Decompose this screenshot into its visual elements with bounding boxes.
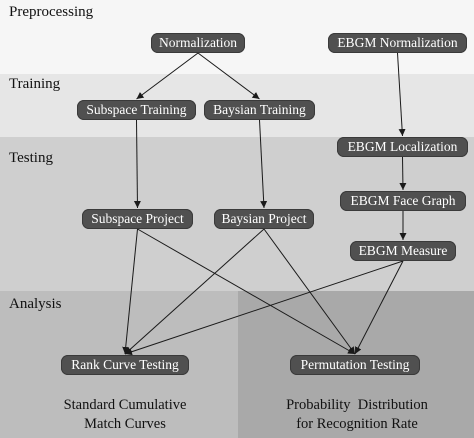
arrow-ebgm_measure-to-rank_curve_testing bbox=[124, 260, 404, 356]
caption-perm-line2: for Recognition Rate bbox=[296, 416, 418, 432]
node-subspace-training: Subspace Training bbox=[77, 100, 196, 120]
arrow-baysian_training-to-baysian_project bbox=[259, 119, 268, 209]
node-normalization: Normalization bbox=[151, 33, 245, 53]
arrow-ebgm_measure-to-permutation_testing bbox=[354, 260, 404, 355]
arrow-ebgm_normalization-to-ebgm_localization bbox=[397, 52, 406, 137]
caption-rank-curve: Standard Cumulative Match Curves bbox=[40, 396, 210, 434]
caption-perm-line1: Probability Distribution bbox=[286, 397, 428, 413]
node-ebgm-measure: EBGM Measure bbox=[350, 241, 456, 261]
arrow-subspace_training-to-subspace_project bbox=[133, 119, 141, 209]
caption-rank-line2: Match Curves bbox=[84, 416, 166, 432]
stage-label-preprocessing: Preprocessing bbox=[9, 4, 94, 20]
arrow-ebgm_localization-to-ebgm_face_graph bbox=[399, 156, 407, 191]
arrow-baysian_project-to-rank_curve_testing bbox=[124, 228, 265, 355]
node-ebgm-normalization: EBGM Normalization bbox=[328, 33, 467, 53]
node-permutation-testing: Permutation Testing bbox=[290, 355, 420, 375]
stage-label-training: Training bbox=[9, 76, 61, 92]
arrow-subspace_project-to-rank_curve_testing bbox=[122, 228, 138, 355]
caption-rank-line1: Standard Cumulative bbox=[63, 397, 187, 413]
stage-label-testing: Testing bbox=[9, 150, 53, 166]
node-ebgm-face-graph: EBGM Face Graph bbox=[340, 191, 466, 211]
arrow-normalization-to-baysian_training bbox=[197, 52, 260, 100]
node-baysian-training: Baysian Training bbox=[204, 100, 315, 120]
arrow-subspace_project-to-permutation_testing bbox=[137, 228, 356, 355]
arrow-normalization-to-subspace_training bbox=[136, 52, 199, 100]
stage-label-analysis: Analysis bbox=[9, 296, 62, 312]
arrow-baysian_project-to-permutation_testing bbox=[263, 228, 356, 355]
node-ebgm-localization: EBGM Localization bbox=[337, 137, 468, 157]
node-baysian-project: Baysian Project bbox=[214, 209, 314, 229]
node-subspace-project: Subspace Project bbox=[82, 209, 193, 229]
node-rank-curve-testing: Rank Curve Testing bbox=[61, 355, 189, 375]
caption-permutation: Probability Distribution for Recognition… bbox=[262, 396, 452, 434]
